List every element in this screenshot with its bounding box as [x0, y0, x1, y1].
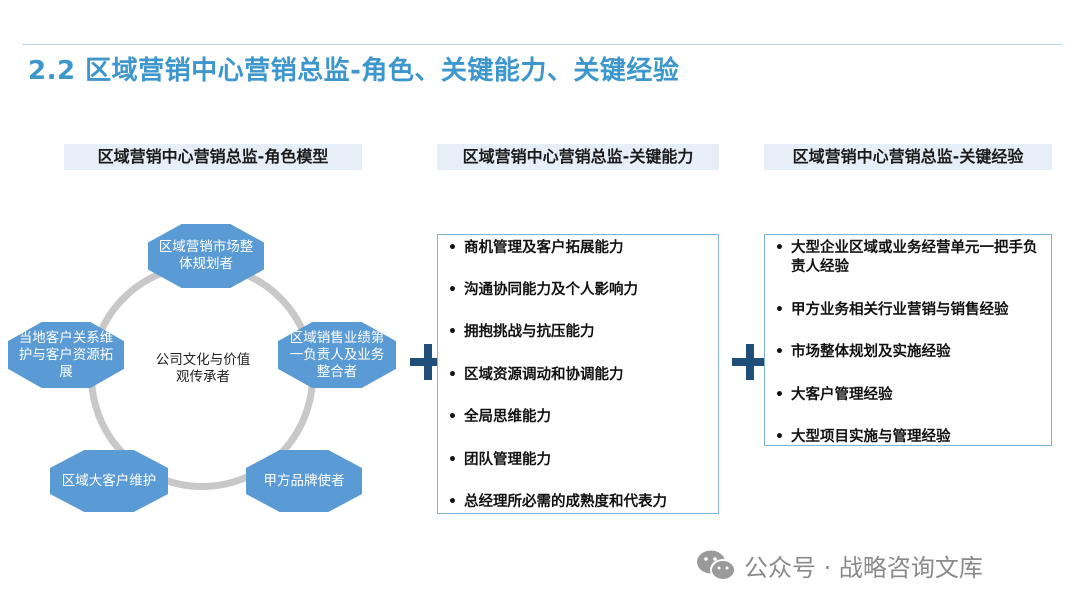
bullet-icon: •	[448, 409, 457, 425]
role-node-1: 区域营销市场整体规划者	[148, 224, 264, 288]
key-experience-header: 区域营销中心营销总监-关键经验	[764, 144, 1052, 170]
list-item: •沟通协同能力及个人影响力	[448, 282, 638, 298]
page-title: 2.2 区域营销中心营销总监-角色、关键能力、关键经验	[28, 56, 680, 86]
list-item: •拥抱挑战与抗压能力	[448, 324, 595, 340]
bullet-icon: •	[448, 452, 457, 468]
role-model-header: 区域营销中心营销总监-角色模型	[64, 144, 362, 170]
key-ability-header: 区域营销中心营销总监-关键能力	[437, 144, 719, 170]
list-item: •商机管理及客户拓展能力	[448, 240, 624, 256]
top-divider	[22, 44, 1062, 45]
bullet-icon: •	[448, 282, 457, 298]
plus-icon	[732, 344, 768, 380]
role-node-2: 区域销售业绩第一负责人及业务整合者	[278, 322, 396, 388]
role-node-4: 区域大客户维护	[50, 450, 168, 512]
list-item: •区域资源调动和协调能力	[448, 367, 624, 383]
list-item: •市场整体规划及实施经验	[775, 344, 951, 360]
bullet-icon: •	[448, 367, 457, 383]
list-item: •甲方业务相关行业营销与销售经验	[775, 302, 1009, 318]
bullet-icon: •	[448, 324, 457, 340]
bullet-icon: •	[775, 387, 784, 403]
list-item: •大客户管理经验	[775, 387, 893, 403]
bullet-icon: •	[448, 494, 457, 510]
bullet-icon: •	[775, 302, 784, 318]
list-item: •全局思维能力	[448, 409, 551, 425]
role-node-5: 当地客户关系维护与客户资源拓展	[8, 322, 124, 388]
bullet-icon: •	[775, 429, 784, 445]
watermark: 公众号 · 战略咨询文库	[696, 548, 983, 583]
list-item: •总经理所必需的成熟度和代表力	[448, 494, 667, 510]
role-center-text: 公司文化与价值观传承者	[155, 352, 251, 385]
role-node-3: 甲方品牌使者	[246, 450, 362, 512]
bullet-icon: •	[775, 344, 784, 360]
list-item: •团队管理能力	[448, 452, 551, 468]
list-item: •大型企业区域或业务经营单元一把手负责人经验	[775, 240, 1038, 275]
key-ability-list: •商机管理及客户拓展能力 •沟通协同能力及个人影响力 •拥抱挑战与抗压能力 •区…	[437, 234, 719, 514]
bullet-icon: •	[775, 240, 784, 256]
key-experience-list: •大型企业区域或业务经营单元一把手负责人经验 •甲方业务相关行业营销与销售经验 …	[764, 234, 1052, 446]
watermark-text: 公众号 · 战略咨询文库	[744, 554, 983, 582]
plus-icon	[410, 344, 446, 380]
bullet-icon: •	[448, 240, 457, 256]
list-item: •大型项目实施与管理经验	[775, 429, 951, 445]
wechat-icon	[697, 550, 736, 581]
